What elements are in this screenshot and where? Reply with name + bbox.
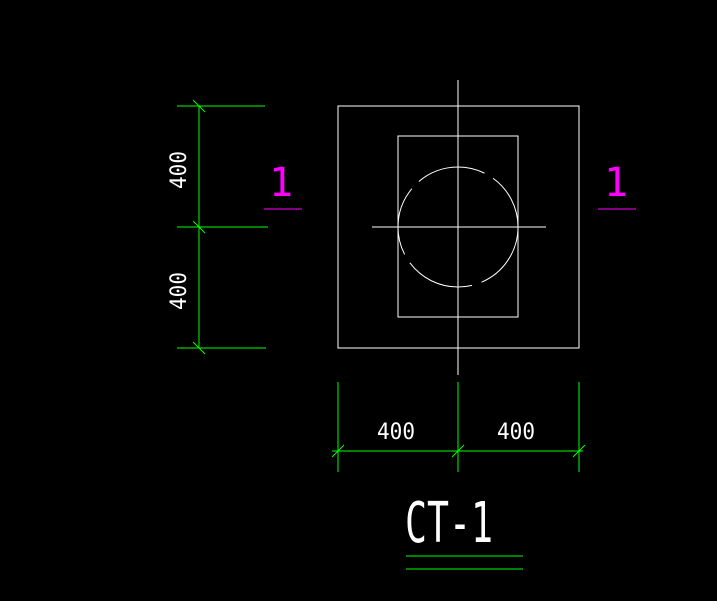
dim-horizontal-left-label: 400	[377, 420, 415, 445]
horizontal-tick-left	[331, 444, 345, 458]
vertical-tick-middle	[192, 220, 206, 234]
section-mark-right-label: 1	[604, 160, 628, 206]
horizontal-dimension	[331, 382, 586, 472]
vertical-tick-bottom	[192, 341, 206, 355]
dim-horizontal-right-label: 400	[497, 420, 535, 445]
drawing-title: CT-1	[405, 491, 493, 556]
horizontal-tick-right	[572, 444, 586, 458]
dim-vertical-top-label: 400	[167, 151, 192, 189]
horizontal-tick-middle	[451, 444, 465, 458]
vertical-tick-top	[192, 99, 206, 113]
section-mark-left-label: 1	[269, 160, 293, 206]
dim-vertical-bottom-label: 400	[167, 272, 192, 310]
vertical-dimension	[177, 99, 268, 355]
